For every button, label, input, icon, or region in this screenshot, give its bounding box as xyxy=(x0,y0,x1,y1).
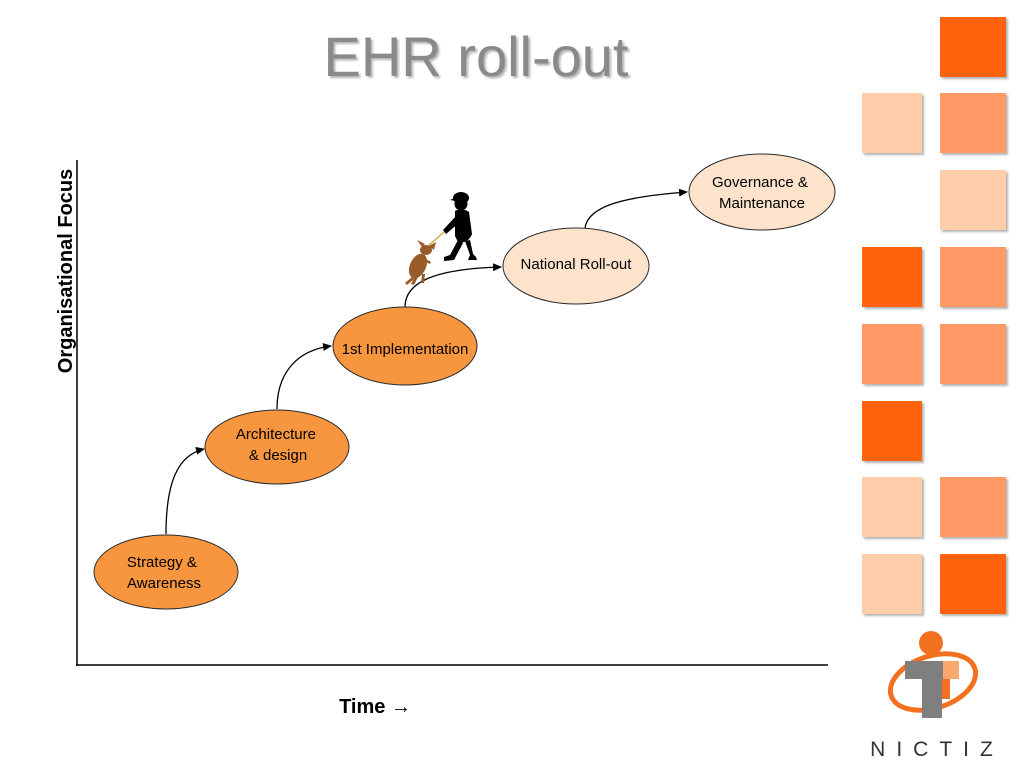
stage-ellipse xyxy=(688,153,836,231)
decor-square xyxy=(940,17,1006,77)
flow-arrow xyxy=(584,188,688,229)
decor-square xyxy=(862,554,922,614)
logo-crossbar xyxy=(905,661,943,679)
logo-head xyxy=(919,631,943,655)
stage-label: Architecture & design xyxy=(236,426,320,464)
decor-square xyxy=(862,247,922,307)
decor-square xyxy=(940,477,1006,537)
stage-ellipse xyxy=(332,306,478,386)
decor-square xyxy=(862,401,922,461)
logo-stem xyxy=(922,679,942,718)
stage-governance-maintenance: Governance & Maintenance xyxy=(688,153,836,231)
decor-square xyxy=(862,477,922,537)
stage-label: 1st Implementation xyxy=(342,341,469,358)
logo-stem-accent xyxy=(942,679,950,699)
flow-arrow xyxy=(404,263,502,308)
man-walking-dog-clipart xyxy=(405,192,477,285)
stage-national-rollout: National Roll-out xyxy=(502,227,650,305)
dog-figure xyxy=(405,240,436,285)
stage-strategy-awareness: Strategy & Awareness xyxy=(93,534,239,610)
stage-ellipse xyxy=(93,534,239,610)
flow-arrow xyxy=(165,446,205,535)
decor-square xyxy=(940,324,1006,384)
stage-ellipse xyxy=(204,409,350,485)
man-figure xyxy=(443,192,477,261)
stage-label: National Roll-out xyxy=(521,256,633,273)
y-axis-label: Organisational Focus xyxy=(55,169,77,373)
leash xyxy=(426,231,445,248)
logo-crossbar-accent xyxy=(943,661,959,679)
flow-arrow xyxy=(276,342,332,410)
diagram-axes: Organisational Focus Time → xyxy=(55,160,828,718)
logo-text: NICTIZ xyxy=(870,738,1004,761)
stage-label: Strategy & Awareness xyxy=(127,554,201,592)
stage-label: Governance & Maintenance xyxy=(712,174,812,212)
x-axis-label: Time → xyxy=(339,696,411,718)
stage-ellipse xyxy=(502,227,650,305)
stage-first-implementation: 1st Implementation xyxy=(332,306,478,386)
decor-square xyxy=(940,554,1006,614)
decor-squares xyxy=(862,17,1006,614)
nictiz-logo: NICTIZ xyxy=(870,631,1004,761)
flow-arrows xyxy=(165,188,688,535)
decor-square xyxy=(940,93,1006,153)
decor-square xyxy=(940,247,1006,307)
decor-square xyxy=(862,93,922,153)
slide-title: EHR roll-out xyxy=(323,25,629,88)
stage-architecture-design: Architecture & design xyxy=(204,409,350,485)
decor-square xyxy=(862,324,922,384)
decor-square xyxy=(940,170,1006,230)
